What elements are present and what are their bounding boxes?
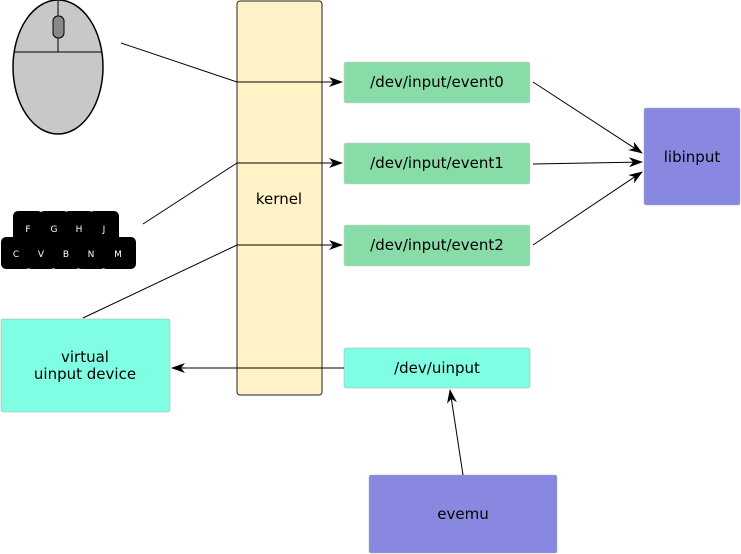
uinput-label: /dev/uinput bbox=[394, 359, 480, 377]
key-f: F bbox=[25, 225, 30, 235]
virtual-device-box: virtual uinput device bbox=[0, 318, 171, 413]
event1-box: /dev/input/event1 bbox=[343, 142, 531, 185]
kernel-box: kernel bbox=[236, 0, 323, 396]
event2-box: /dev/input/event2 bbox=[343, 224, 531, 267]
arrow-event2-to-libinput bbox=[532, 171, 643, 246]
virtual-device-line2: uinput device bbox=[34, 365, 136, 383]
key-g: G bbox=[51, 225, 58, 235]
event0-box: /dev/input/event0 bbox=[343, 61, 531, 104]
key-v: V bbox=[38, 250, 45, 260]
uinput-box: /dev/uinput bbox=[343, 347, 531, 389]
kernel-label: kernel bbox=[256, 190, 302, 208]
arrow-mouse-to-event0 bbox=[120, 42, 343, 87]
virtual-device-line1: virtual bbox=[61, 348, 109, 366]
libinput-label: libinput bbox=[664, 148, 721, 166]
evemu-label: evemu bbox=[437, 505, 488, 523]
arrow-event1-to-libinput bbox=[532, 157, 643, 168]
arrow-virtual-to-event2 bbox=[82, 240, 343, 319]
event0-label: /dev/input/event0 bbox=[370, 73, 504, 91]
key-c: C bbox=[13, 250, 19, 260]
key-h: H bbox=[76, 225, 83, 235]
keyboard-icon: F G H J C V B N M bbox=[1, 211, 136, 269]
libinput-box: libinput bbox=[643, 107, 741, 206]
key-j: J bbox=[102, 225, 106, 235]
event2-label: /dev/input/event2 bbox=[370, 236, 504, 254]
arrow-keyboard-to-event1 bbox=[142, 158, 343, 225]
key-n: N bbox=[88, 250, 95, 260]
mouse-icon bbox=[12, 0, 104, 135]
event1-label: /dev/input/event1 bbox=[370, 154, 504, 172]
evemu-box: evemu bbox=[368, 474, 558, 554]
key-m: M bbox=[114, 250, 122, 260]
connectors bbox=[82, 42, 643, 476]
arrow-event0-to-libinput bbox=[532, 81, 643, 154]
key-b: B bbox=[63, 250, 69, 260]
arrow-evemu-to-uinput bbox=[447, 389, 464, 476]
